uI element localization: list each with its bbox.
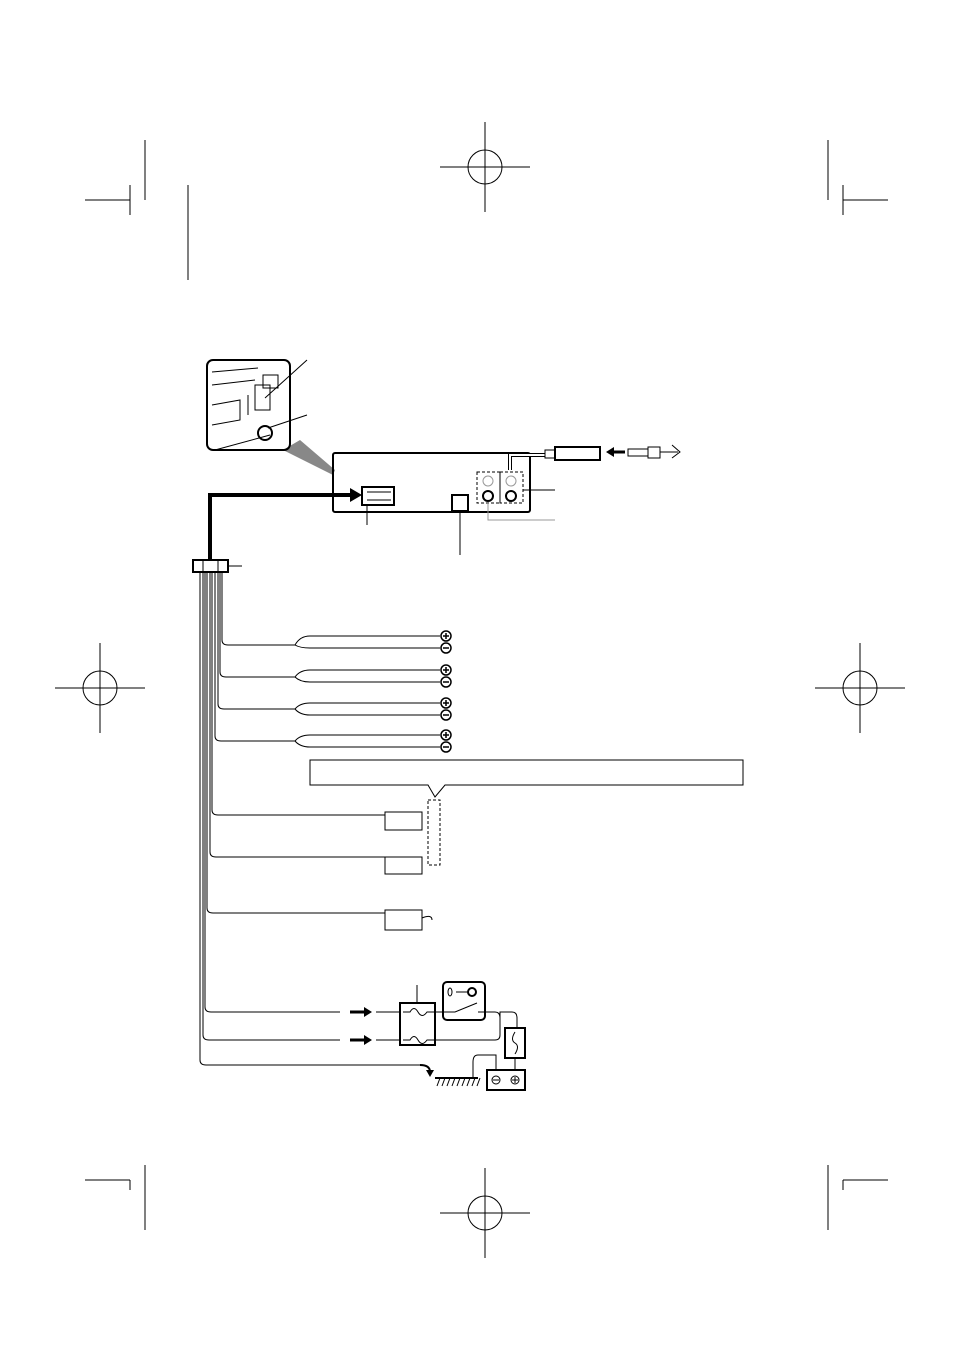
battery-icon [472,1054,526,1091]
speaker-terminal-minus-icon [440,676,452,688]
antenna-plug-icon [544,444,681,461]
fuse-box-icon [399,985,436,1046]
note-box [309,759,744,866]
fuse-icon [504,1027,526,1070]
harness-wires [199,572,440,1066]
sub-connector [451,494,469,512]
registration-target-icon [55,122,905,1258]
ignition-key-icon [435,981,518,1041]
insulated-tip [421,915,433,921]
harness-connector-socket [361,486,395,506]
speaker-terminal-plus-icon [440,630,452,642]
speaker-terminal-minus-icon [440,709,452,721]
crop-mark-icon [85,140,888,1230]
rca-jack-icon [482,475,517,502]
front-panel-inset [206,359,335,475]
speaker-terminal-minus-icon [440,642,452,654]
power-arrows [350,1007,400,1045]
speaker-terminal-plus-icon [440,664,452,676]
ground-icon [419,1064,481,1087]
connector-box-3 [384,909,423,931]
speaker-terminal-plus-icon [440,729,452,741]
head-unit-icon [332,444,681,555]
speaker-terminal-plus-icon [440,697,452,709]
connector-box-1 [384,811,423,831]
wiring-harness-icon [192,559,242,573]
speaker-terminal-minus-icon [440,741,452,753]
connector-box-2 [384,856,423,875]
